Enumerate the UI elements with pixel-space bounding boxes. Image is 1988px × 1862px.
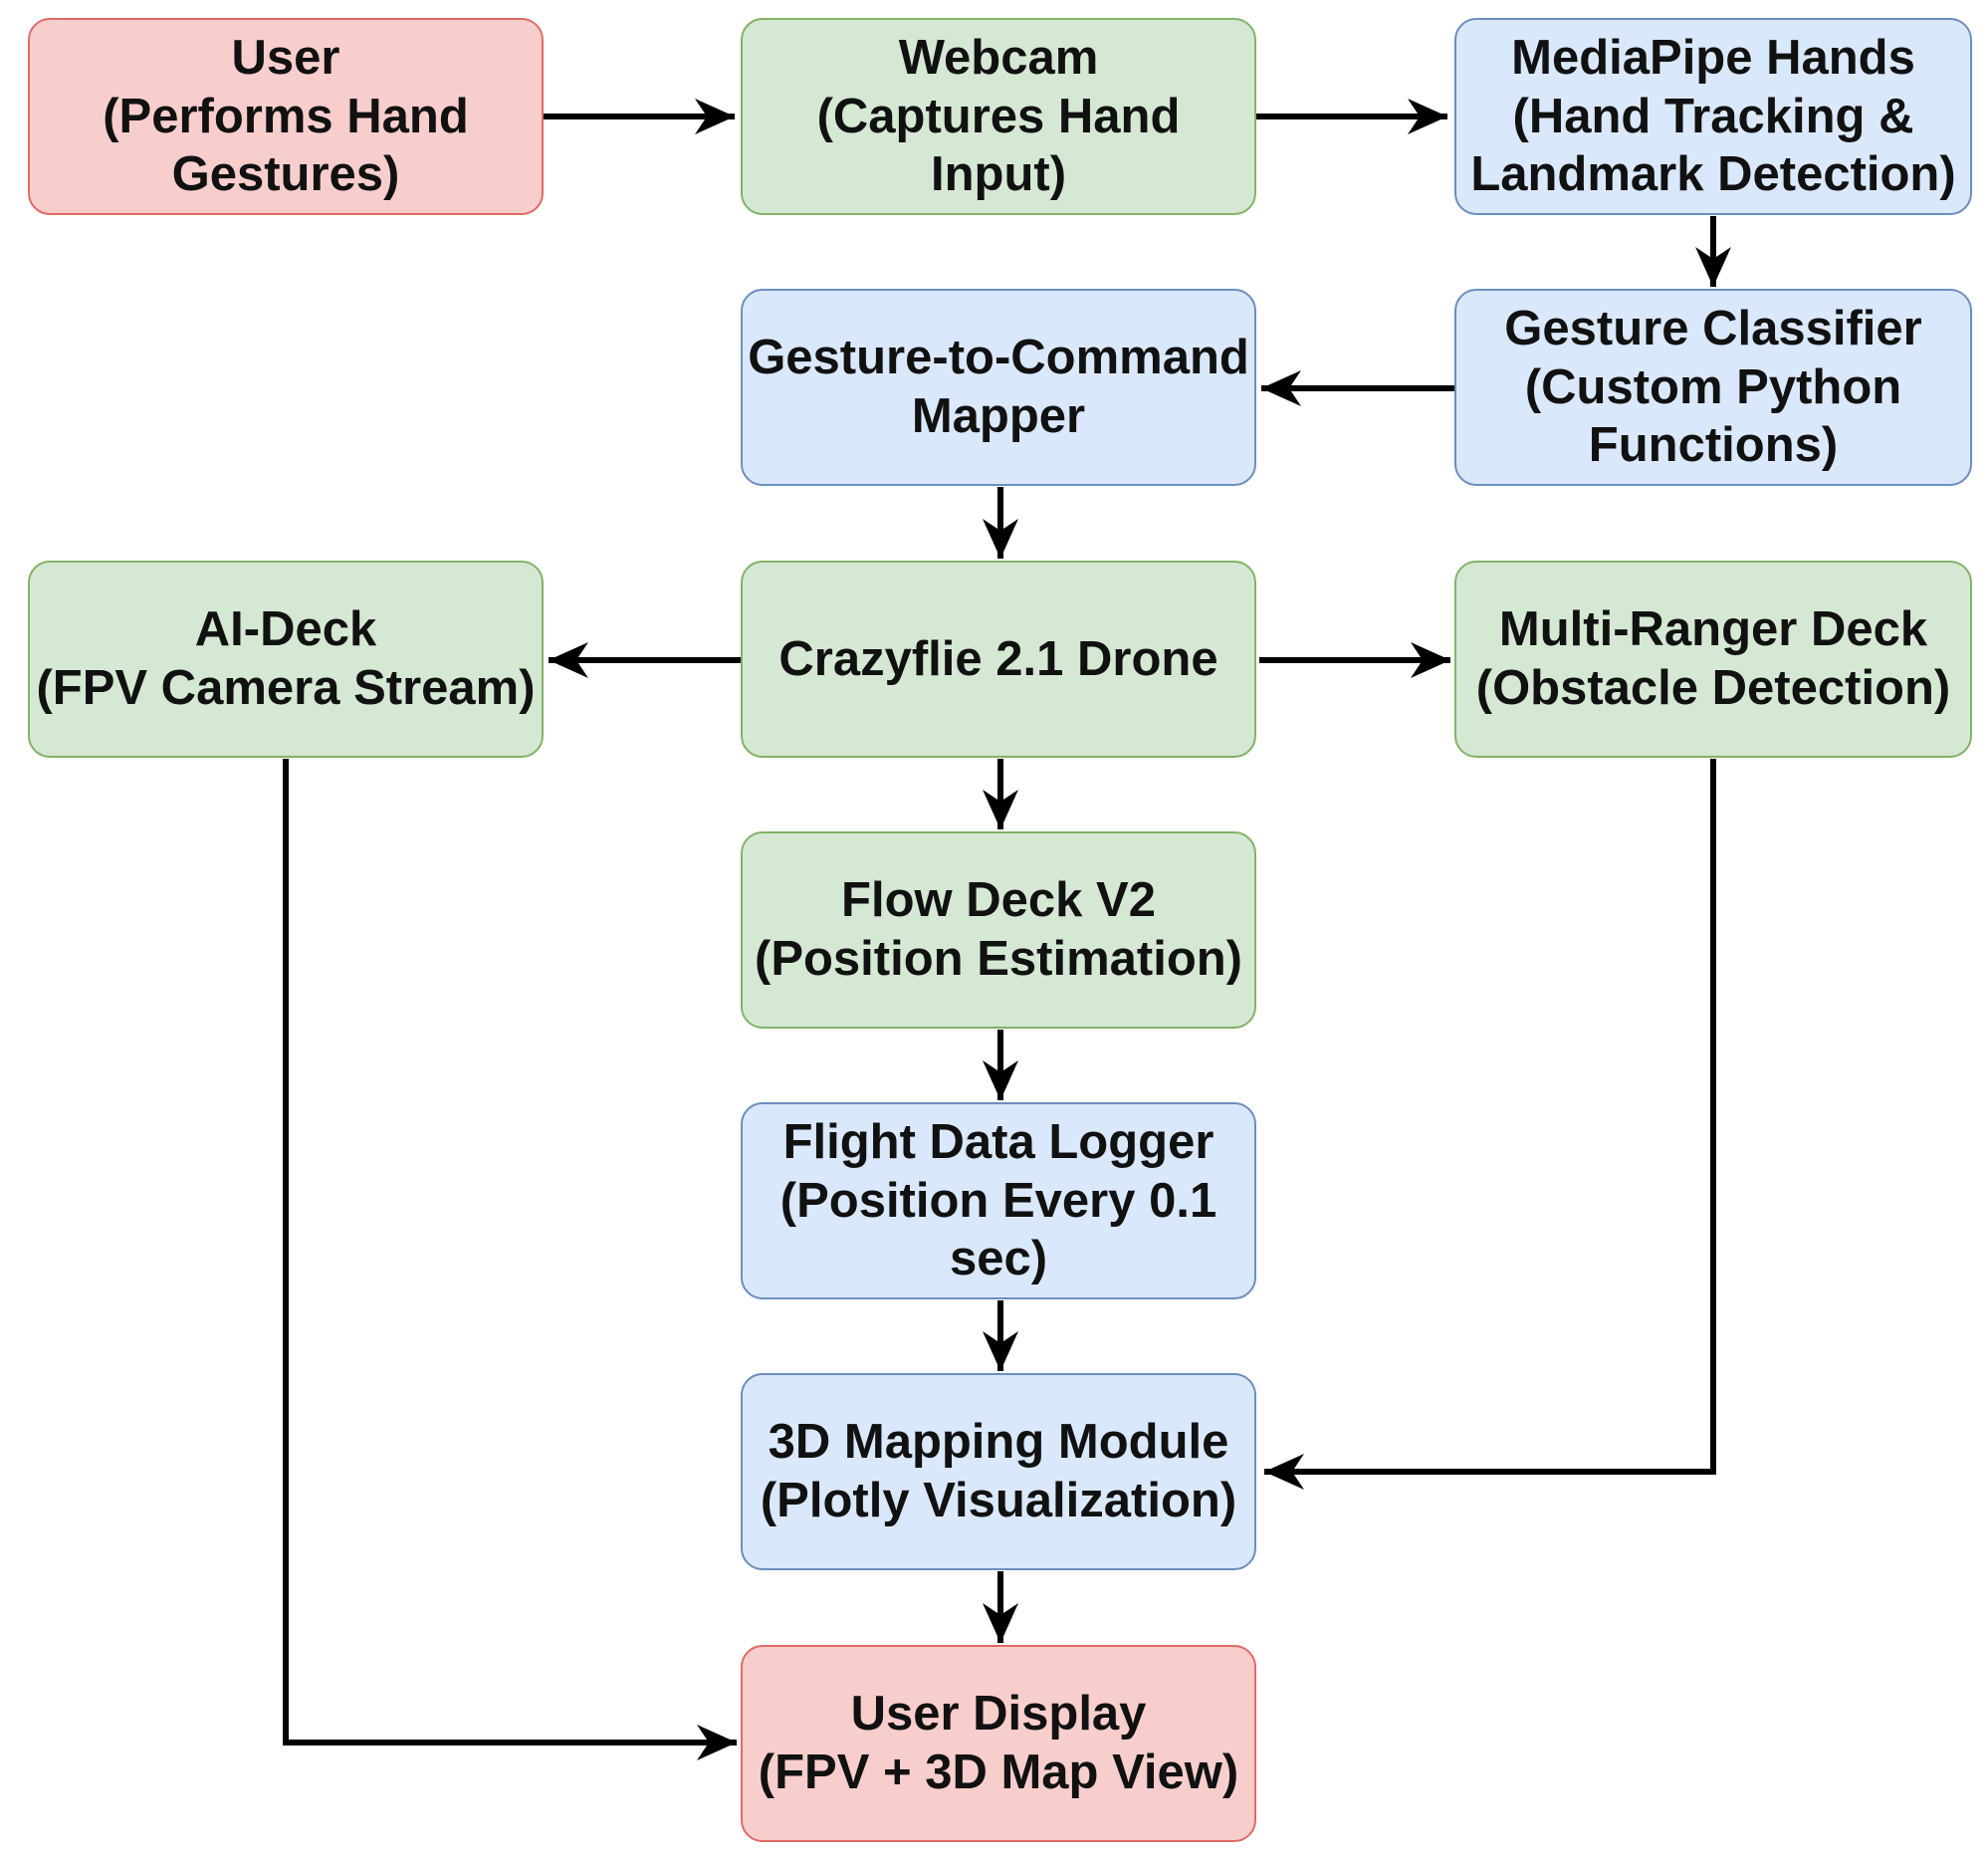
node-user-display-title: User Display (850, 1687, 1147, 1742)
node-gesture-classifier: Gesture Classifier (Custom Python Functi… (1454, 289, 1972, 486)
node-multiranger: Multi-Ranger Deck (Obstacle Detection) (1454, 561, 1972, 758)
node-mapping-title: 3D Mapping Module (768, 1415, 1229, 1470)
node-mediapipe-desc-2: Landmark Detection) (1470, 147, 1956, 202)
node-gesture-classifier-desc-2: Functions) (1588, 418, 1839, 473)
node-gesture-classifier-desc-1: (Custom Python (1524, 359, 1902, 414)
arrow-aideck-to-userdisplay (283, 759, 737, 1760)
node-user-display-desc: (FPV + 3D Map View) (758, 1746, 1239, 1799)
node-user-title: User (231, 30, 340, 85)
node-flight-logger: Flight Data Logger (Position Every 0.1 s… (741, 1102, 1256, 1299)
node-ai-deck: AI-Deck (FPV Camera Stream) (28, 561, 544, 758)
node-webcam-desc-2: Input) (930, 147, 1067, 202)
arrow-multiranger-to-mapping (1264, 759, 1716, 1490)
node-mediapipe-desc-1: (Hand Tracking & (1512, 89, 1914, 143)
node-user: User (Performs Hand Gestures) (28, 18, 544, 215)
node-user-display: User Display (FPV + 3D Map View) (741, 1645, 1256, 1842)
node-mediapipe-title: MediaPipe Hands (1511, 30, 1915, 85)
node-crazyflie-title: Crazyflie 2.1 Drone (778, 631, 1218, 686)
node-gesture-mapper-title: Gesture-to-Command (748, 331, 1249, 385)
node-ai-deck-title: AI-Deck (194, 602, 377, 657)
node-mediapipe: MediaPipe Hands (Hand Tracking & Landmar… (1454, 18, 1972, 215)
node-flow-deck-title: Flow Deck V2 (841, 873, 1156, 928)
node-gesture-mapper-desc: Mapper (911, 389, 1086, 443)
node-webcam-title: Webcam (898, 30, 1099, 85)
node-webcam: Webcam (Captures Hand Input) (741, 18, 1256, 215)
node-multiranger-title: Multi-Ranger Deck (1498, 602, 1928, 657)
node-ai-deck-desc: (FPV Camera Stream) (36, 661, 536, 715)
node-user-desc-2: Gestures) (171, 147, 400, 202)
node-crazyflie: Crazyflie 2.1 Drone (741, 561, 1256, 758)
node-webcam-desc-1: (Captures Hand (816, 89, 1181, 143)
node-user-desc-1: (Performs Hand (103, 89, 469, 143)
node-flight-logger-desc-2: sec) (949, 1232, 1048, 1286)
node-flight-logger-desc-1: (Position Every 0.1 (779, 1173, 1217, 1228)
node-flow-deck-desc: (Position Estimation) (755, 932, 1242, 986)
node-gesture-classifier-title: Gesture Classifier (1504, 301, 1922, 355)
node-multiranger-desc: (Obstacle Detection) (1475, 661, 1951, 715)
node-mapping: 3D Mapping Module (Plotly Visualization) (741, 1373, 1256, 1570)
node-flow-deck: Flow Deck V2 (Position Estimation) (741, 831, 1256, 1029)
node-mapping-desc: (Plotly Visualization) (760, 1474, 1237, 1527)
node-flight-logger-title: Flight Data Logger (782, 1114, 1215, 1169)
node-gesture-mapper: Gesture-to-Command Mapper (741, 289, 1256, 486)
